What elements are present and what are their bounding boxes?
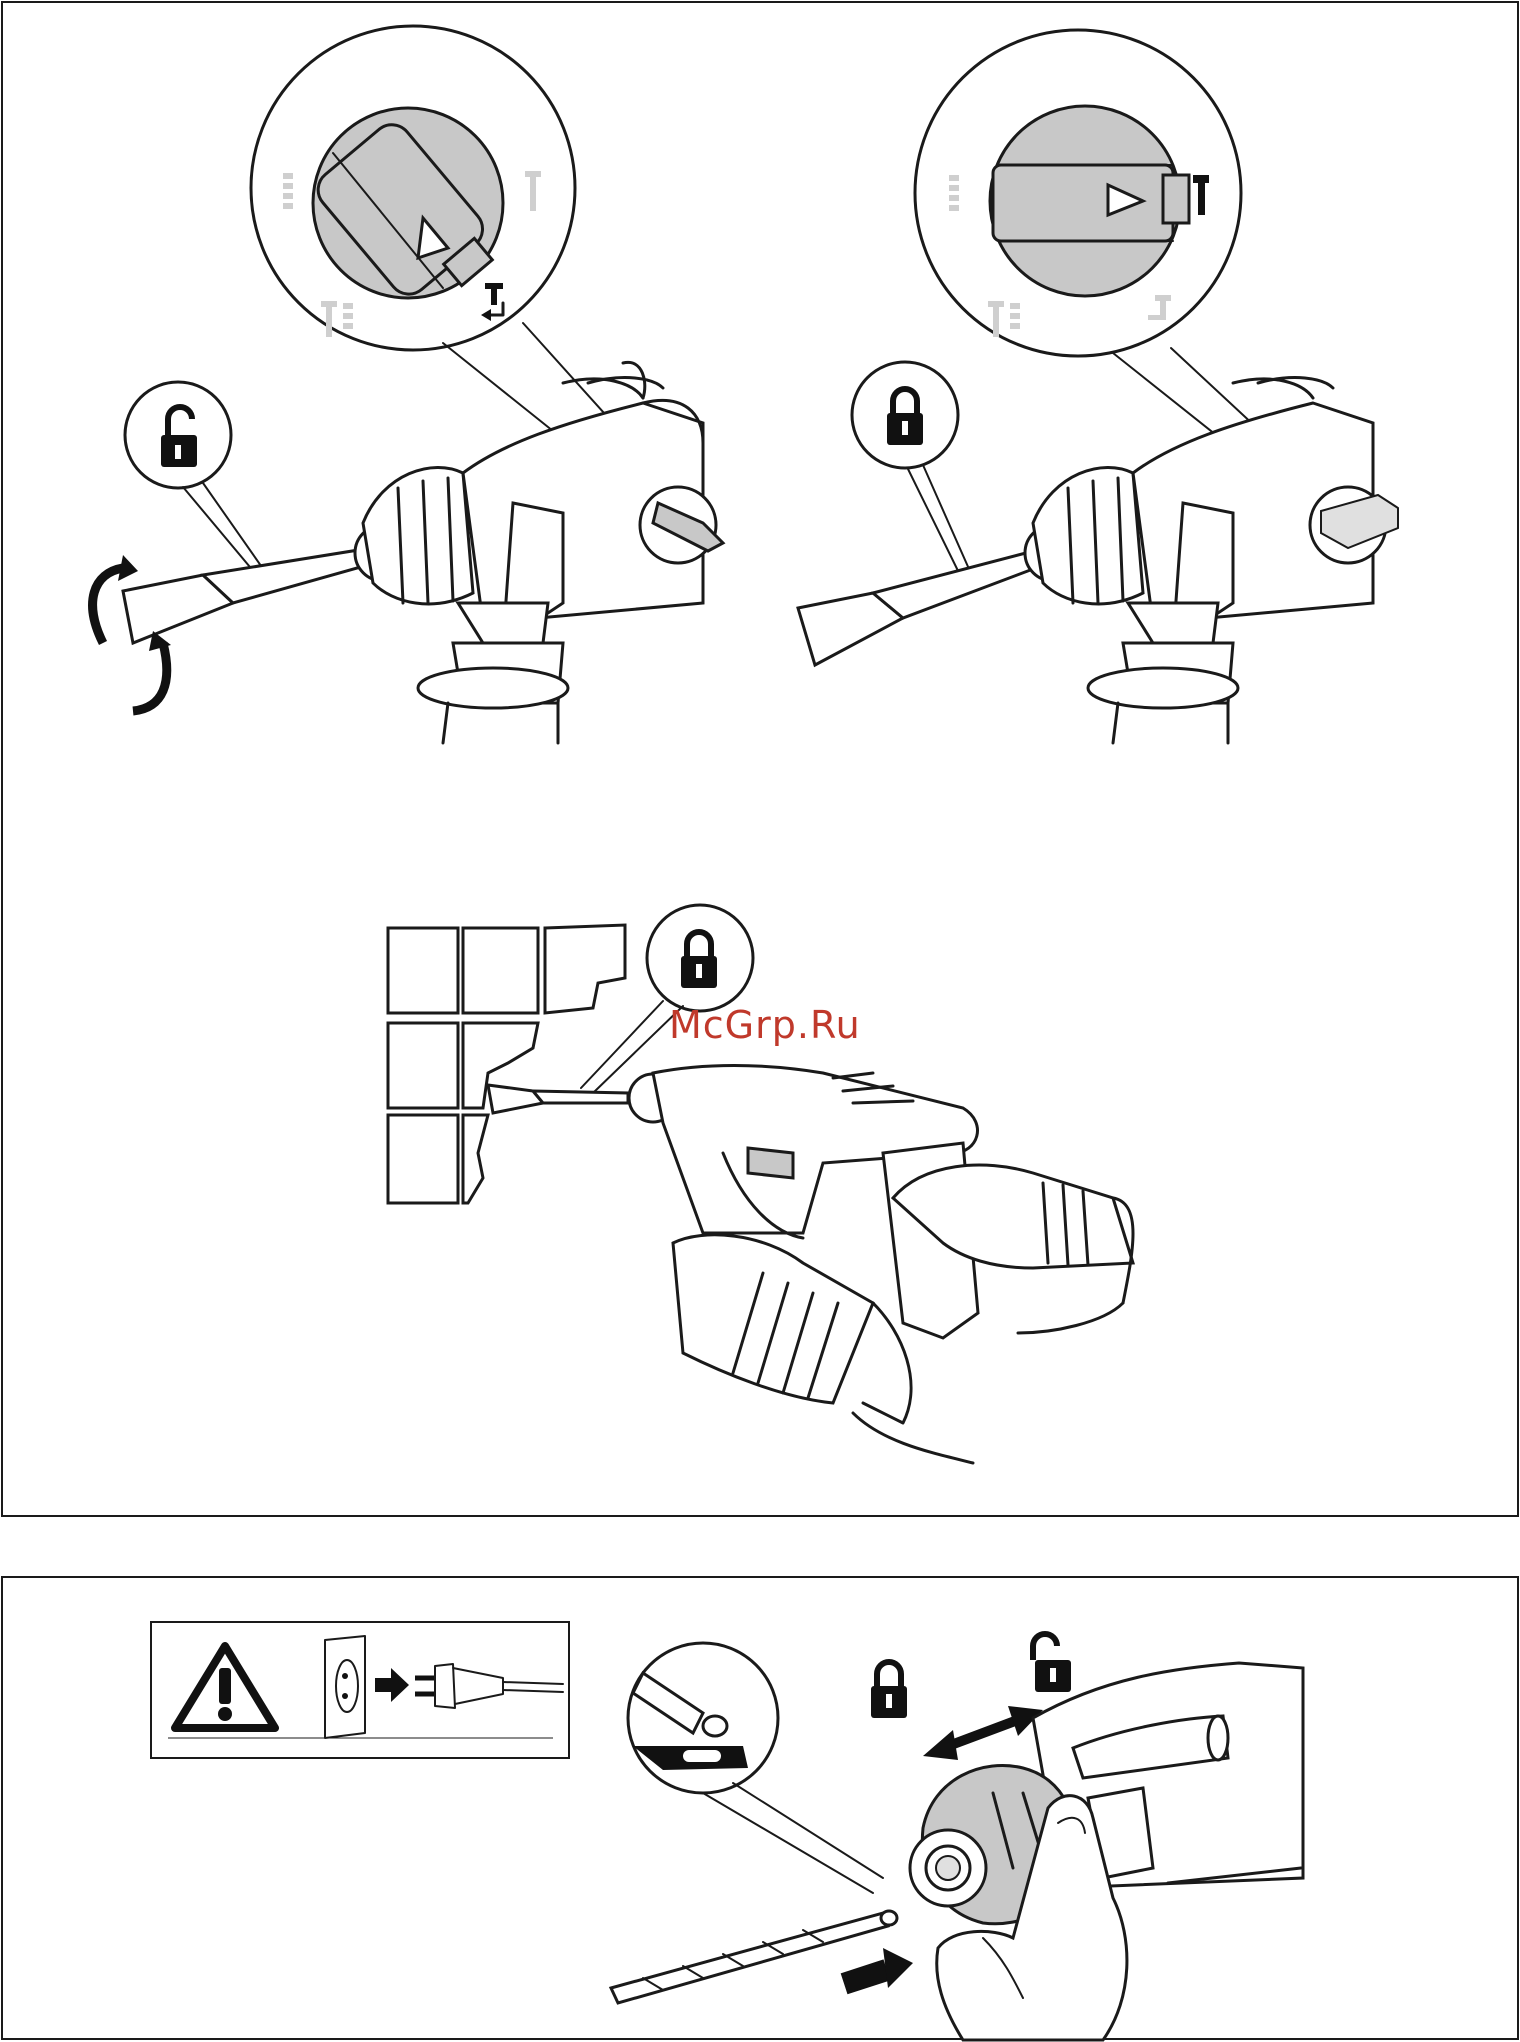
unlock-icon (161, 407, 197, 467)
top-illustrations-svg (3, 3, 1520, 1519)
rotary-hammer-drill (1025, 378, 1398, 743)
bottom-illustration-panel (1, 1576, 1519, 2040)
drill-mode-icon (283, 173, 293, 209)
figure-lock-chisel (798, 30, 1398, 743)
figure-insert-bit (611, 1634, 1303, 2040)
bit-shank-zoom (628, 1643, 778, 1793)
wall-tiles (388, 925, 625, 1203)
flat-chisel (123, 548, 375, 643)
chisel-mode-icon (525, 171, 541, 211)
unlock-icon (1033, 1634, 1071, 1692)
mode-dial (310, 108, 503, 302)
bit-shank-detail (633, 1673, 748, 1770)
flat-chisel (488, 1085, 628, 1113)
mode-dial (990, 106, 1189, 296)
bottom-illustrations-svg (3, 1578, 1520, 2042)
figure-warning-unplug (151, 1622, 569, 1758)
double-arrow-icon (923, 1706, 1043, 1760)
lock-icon (887, 389, 923, 445)
flat-chisel (798, 548, 1049, 665)
lock-icon (681, 932, 717, 988)
chisel-adjust-mode-icon (481, 283, 503, 321)
lock-icon (871, 1662, 907, 1718)
drill-mode-icon (949, 175, 959, 211)
figure-chiseling-tiles (388, 905, 1133, 1463)
insert-arrow-icon (841, 1948, 913, 1994)
figure-unlock-rotate (93, 26, 723, 743)
chisel-adjust-mode-icon (1148, 295, 1171, 320)
chisel-mode-icon (1193, 175, 1209, 215)
top-illustration-panel: McGrp.Ru (1, 1, 1519, 1517)
watermark-text: McGrp.Ru (669, 1003, 861, 1047)
